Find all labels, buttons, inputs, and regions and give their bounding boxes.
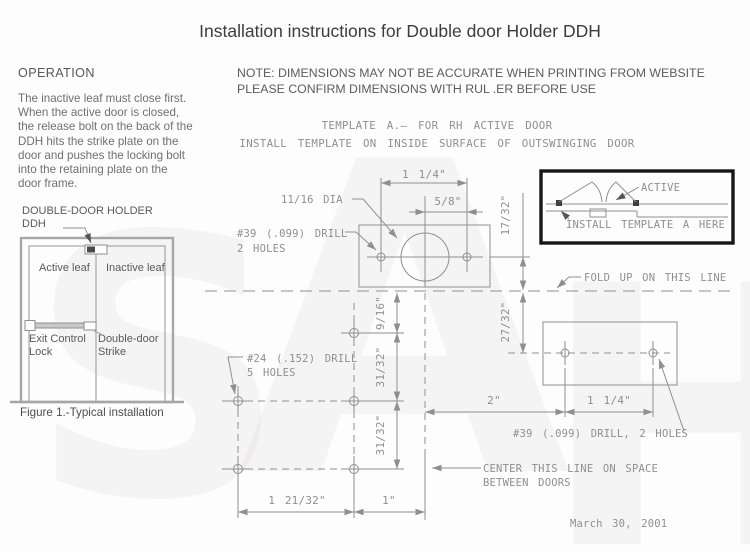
drill24-label: #24 (.152) DRILL xyxy=(247,353,357,365)
center-line-label2: BETWEEN DOORS xyxy=(483,477,571,489)
page-title: Installation instructions for Double doo… xyxy=(199,21,601,41)
operation-body: The inactive leaf must close first. When… xyxy=(18,92,193,191)
strike-plate: 27/32" 2" 1 1/4" #39 (.099) DRILL, 2 HOL… xyxy=(425,293,688,440)
drill24-label-group: #24 (.152) DRILL 5 HOLES xyxy=(227,353,357,395)
top-dimensions: 1 1/4" 5/8" 17/32" xyxy=(381,168,527,290)
hole-grid xyxy=(222,293,426,520)
drill39-bottom-label: #39 (.099) DRILL, 2 HOLES xyxy=(513,428,688,440)
template-heading-line1: TEMPLATE A.— FOR RH ACTIVE DOOR xyxy=(322,119,553,132)
dim-top-half: 5/8" xyxy=(434,195,461,208)
top-labels: 11/16 DIA #39 (.099) DRILL 2 HOLES xyxy=(237,194,398,255)
figure1-caption: Figure 1.-Typical installation xyxy=(20,406,164,419)
drill39-top-label: #39 (.099) DRILL xyxy=(237,228,347,240)
template-heading-line2: INSTALL TEMPLATE ON INSIDE SURFACE OF OU… xyxy=(239,137,634,150)
drill24-label2: 5 HOLES xyxy=(247,367,296,379)
dim-right-upper: 17/32" xyxy=(499,195,512,236)
dim-bottom-right: 1" xyxy=(382,494,396,507)
dim-strike-span: 1 1/4" xyxy=(587,394,631,407)
strike-plate-icon xyxy=(83,321,97,331)
center-line-callout: CENTER THIS LINE ON SPACE BETWEEN DOORS xyxy=(432,463,658,489)
ddh-device-icon xyxy=(87,246,95,253)
dim-top-width: 1 1/4" xyxy=(402,168,446,181)
figure1-holder-label: DOUBLE-DOOR HOLDER DDH xyxy=(22,205,153,230)
inset-install-label: INSTALL TEMPLATE A HERE xyxy=(566,219,725,231)
dim-v2: 31/32" xyxy=(374,347,387,388)
dim-right-lower: 27/32" xyxy=(499,302,512,343)
figure1-strike-label: Double-door Strike xyxy=(98,333,159,358)
drill39-top-label2: 2 HOLES xyxy=(237,243,286,255)
dim-v3: 31/32" xyxy=(374,415,387,456)
date-label: March 30, 2001 xyxy=(570,518,667,530)
figure1-active-leaf-label: Active leaf xyxy=(39,262,90,274)
dim-strike-offset: 2" xyxy=(487,394,501,407)
figure1-drawing xyxy=(10,227,184,404)
left-vertical-dimensions: 9/16" 31/32" 31/32" xyxy=(367,293,404,470)
dim-bottom-left: 1 21/32" xyxy=(268,494,326,507)
note-text: NOTE: DIMENSIONS MAY NOT BE ACCURATE WHE… xyxy=(237,66,705,96)
hole-dia-label: 11/16 DIA xyxy=(281,194,343,206)
figure1-exit-lock-label: Exit Control Lock xyxy=(29,333,86,358)
exit-bar-icon xyxy=(29,322,90,329)
operation-heading: OPERATION xyxy=(18,66,95,80)
figure1-inactive-leaf-label: Inactive leaf xyxy=(106,262,165,274)
fold-line-label: FOLD UP ON THIS LINE xyxy=(584,272,726,284)
dim-v1: 9/16" xyxy=(374,296,387,330)
fold-line: FOLD UP ON THIS LINE xyxy=(205,272,737,292)
center-line-label: CENTER THIS LINE ON SPACE xyxy=(483,463,658,475)
bottom-dimensions: 1 21/32" 1" xyxy=(237,475,425,518)
install-location-inset: ACTIVE INSTALL TEMPLATE A HERE xyxy=(539,169,735,245)
inset-active-label: ACTIVE xyxy=(641,182,680,194)
top-plate-outline xyxy=(358,178,530,288)
